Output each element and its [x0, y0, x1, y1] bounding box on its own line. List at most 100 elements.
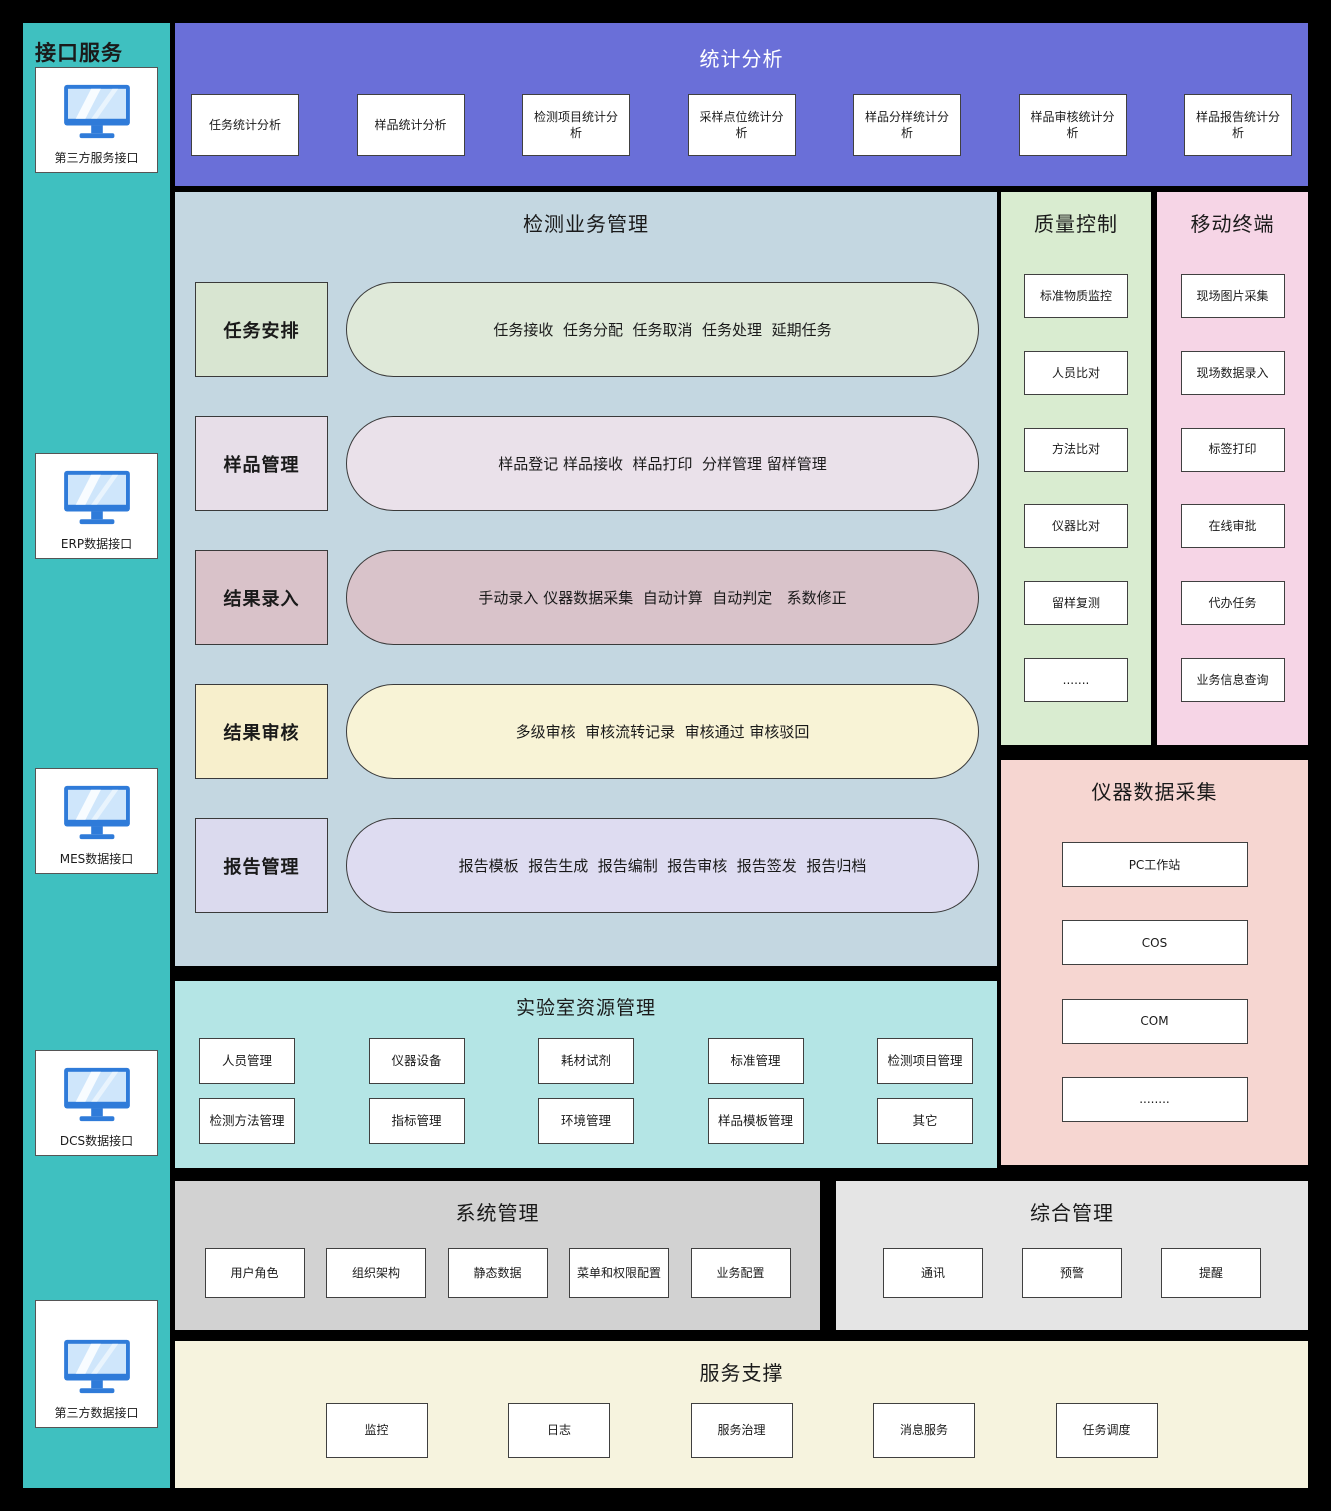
business-row-pill: 多级审核 审核流转记录 审核通过 审核驳回: [346, 684, 979, 779]
service-support-title: 服务支撑: [699, 1361, 784, 1385]
lab-resources-item: 样品模板管理: [707, 1098, 804, 1144]
interface-card-label: 第三方数据接口: [54, 1406, 139, 1420]
lab-resources-item: 仪器设备: [368, 1038, 465, 1084]
comprehensive-management-items: 通讯 预警 提醒: [836, 1226, 1308, 1330]
instrument-acquisition-item: COM: [1061, 998, 1248, 1044]
system-management-item: 用户角色: [204, 1248, 305, 1298]
comprehensive-management-item: 通讯: [883, 1248, 983, 1298]
mobile-terminal-item: 现场数据录入: [1180, 350, 1285, 395]
system-management-item: 静态数据: [447, 1248, 548, 1298]
business-rows: 任务安排 任务接收 任务分配 任务取消 任务处理 延期任务 样品管理 样品登记 …: [175, 237, 997, 966]
comprehensive-management-title: 综合管理: [1030, 1201, 1114, 1225]
instrument-acquisition-item: ........: [1061, 1076, 1248, 1122]
instrument-acquisition-item: COS: [1061, 920, 1248, 966]
interface-card-label: 第三方服务接口: [54, 151, 139, 165]
interface-card-label: DCS数据接口: [59, 1134, 134, 1148]
lab-resources-item: 其它: [877, 1098, 973, 1144]
service-support-item: 日志: [508, 1402, 610, 1458]
quality-control-panel: 质量控制 标准物质监控 人员比对 方法比对 仪器比对 留样复测 .......: [1001, 192, 1151, 745]
interface-card-label: ERP数据接口: [60, 537, 133, 551]
business-row-label: 结果录入: [195, 550, 328, 645]
system-management-panel: 系统管理 用户角色 组织架构 静态数据 菜单和权限配置 业务配置: [175, 1181, 820, 1330]
statistics-item: 检测项目统计分析: [522, 94, 630, 156]
business-row-label: 任务安排: [195, 282, 328, 377]
mobile-terminal-item: 代办任务: [1180, 581, 1285, 626]
instrument-acquisition-title: 仪器数据采集: [1091, 780, 1218, 804]
interface-card-thirdparty-service: 第三方服务接口: [35, 67, 158, 173]
instrument-acquisition-items: PC工作站 COS COM ........: [1001, 805, 1308, 1165]
quality-control-item: 标准物质监控: [1024, 273, 1128, 318]
service-support-items: 监控 日志 服务治理 消息服务 任务调度: [175, 1386, 1308, 1488]
business-row-sample: 样品管理 样品登记 样品接收 样品打印 分样管理 留样管理: [195, 416, 979, 511]
lab-resources-rows: 人员管理 仪器设备 耗材试剂 标准管理 检测项目管理 检测方法管理 指标管理 环…: [175, 1020, 997, 1168]
mobile-terminal-item: 标签打印: [1180, 427, 1285, 472]
interface-services-panel: 接口服务 ERP数据接口 MES数据接口 DCS数据接口 第三方数据接口: [23, 23, 170, 1488]
comprehensive-management-item: 预警: [1022, 1248, 1122, 1298]
business-row-label: 样品管理: [195, 416, 328, 511]
system-management-item: 菜单和权限配置: [569, 1248, 669, 1298]
statistics-item: 样品分样统计分析: [853, 94, 961, 156]
statistics-item: 样品报告统计分析: [1184, 94, 1292, 156]
interface-services-title: 接口服务: [35, 41, 123, 65]
mobile-terminal-title: 移动终端: [1190, 212, 1275, 236]
mobile-terminal-items: 现场图片采集 现场数据录入 标签打印 在线审批 代办任务 业务信息查询: [1157, 237, 1308, 745]
lab-resources-item: 环境管理: [538, 1098, 634, 1144]
interface-card-dcs: DCS数据接口: [35, 1050, 158, 1156]
interface-card-label: MES数据接口: [59, 852, 134, 866]
system-management-items: 用户角色 组织架构 静态数据 菜单和权限配置 业务配置: [175, 1226, 820, 1330]
business-row-pill: 报告模板 报告生成 报告编制 报告审核 报告签发 报告归档: [346, 818, 979, 913]
business-row-label: 报告管理: [195, 818, 328, 913]
service-support-item: 监控: [325, 1402, 428, 1458]
quality-control-item: 方法比对: [1024, 427, 1128, 472]
statistics-panel: 统计分析 任务统计分析 样品统计分析 检测项目统计分析 采样点位统计分析 样品分…: [175, 23, 1308, 186]
lab-resources-title: 实验室资源管理: [515, 997, 656, 1019]
statistics-item: 任务统计分析: [191, 94, 299, 156]
comprehensive-management-panel: 综合管理 通讯 预警 提醒: [836, 1181, 1308, 1330]
lab-resources-item: 标准管理: [707, 1038, 804, 1084]
lab-resources-item: 指标管理: [368, 1098, 465, 1144]
quality-control-item: .......: [1024, 658, 1128, 703]
mobile-terminal-item: 业务信息查询: [1180, 658, 1285, 703]
business-row-pill: 手动录入 仪器数据采集 自动计算 自动判定 系数修正: [346, 550, 979, 645]
statistics-title: 统计分析: [699, 47, 784, 71]
lab-resources-item: 人员管理: [199, 1038, 295, 1084]
quality-control-items: 标准物质监控 人员比对 方法比对 仪器比对 留样复测 .......: [1001, 237, 1151, 745]
service-support-item: 服务治理: [690, 1402, 793, 1458]
service-support-item: 任务调度: [1055, 1402, 1158, 1458]
quality-control-item: 留样复测: [1024, 581, 1128, 626]
lab-resources-item: 耗材试剂: [538, 1038, 634, 1084]
statistics-item: 样品统计分析: [356, 94, 465, 156]
business-row-label: 结果审核: [195, 684, 328, 779]
business-row-report: 报告管理 报告模板 报告生成 报告编制 报告审核 报告签发 报告归档: [195, 818, 979, 913]
statistics-items: 任务统计分析 样品统计分析 检测项目统计分析 采样点位统计分析 样品分样统计分析…: [175, 72, 1308, 156]
business-row-result-review: 结果审核 多级审核 审核流转记录 审核通过 审核驳回: [195, 684, 979, 779]
monitor-icon: [58, 784, 136, 846]
lab-resources-panel: 实验室资源管理 人员管理 仪器设备 耗材试剂 标准管理 检测项目管理 检测方法管…: [175, 981, 997, 1168]
lab-resources-item: 检测方法管理: [199, 1098, 295, 1144]
lab-resources-row2: 检测方法管理 指标管理 环境管理 样品模板管理 其它: [199, 1098, 973, 1144]
business-row-pill: 样品登记 样品接收 样品打印 分样管理 留样管理: [346, 416, 979, 511]
quality-control-item: 人员比对: [1024, 350, 1128, 395]
system-management-item: 业务配置: [690, 1248, 791, 1298]
business-management-title: 检测业务管理: [523, 212, 649, 236]
instrument-acquisition-panel: 仪器数据采集 PC工作站 COS COM ........: [1001, 760, 1308, 1165]
mobile-terminal-panel: 移动终端 现场图片采集 现场数据录入 标签打印 在线审批 代办任务 业务信息查询: [1157, 192, 1308, 745]
interface-card-thirdparty-data: 第三方数据接口: [35, 1300, 158, 1428]
instrument-acquisition-item: PC工作站: [1061, 842, 1248, 888]
system-management-item: 组织架构: [326, 1248, 426, 1298]
business-management-panel: 检测业务管理 任务安排 任务接收 任务分配 任务取消 任务处理 延期任务 样品管…: [175, 192, 997, 966]
lab-resources-row1: 人员管理 仪器设备 耗材试剂 标准管理 检测项目管理: [199, 1038, 973, 1084]
monitor-icon: [58, 1066, 136, 1128]
mobile-terminal-item: 现场图片采集: [1180, 273, 1285, 318]
business-row-task: 任务安排 任务接收 任务分配 任务取消 任务处理 延期任务: [195, 282, 979, 377]
system-management-title: 系统管理: [455, 1201, 540, 1225]
interface-card-mes: MES数据接口: [35, 768, 158, 874]
statistics-item: 采样点位统计分析: [687, 94, 796, 156]
service-support-panel: 服务支撑 监控 日志 服务治理 消息服务 任务调度: [175, 1341, 1308, 1488]
monitor-icon: [58, 1338, 136, 1400]
lab-resources-item: 检测项目管理: [877, 1038, 973, 1084]
interface-card-erp: ERP数据接口: [35, 453, 158, 559]
monitor-icon: [58, 83, 136, 145]
mobile-terminal-item: 在线审批: [1180, 504, 1285, 549]
